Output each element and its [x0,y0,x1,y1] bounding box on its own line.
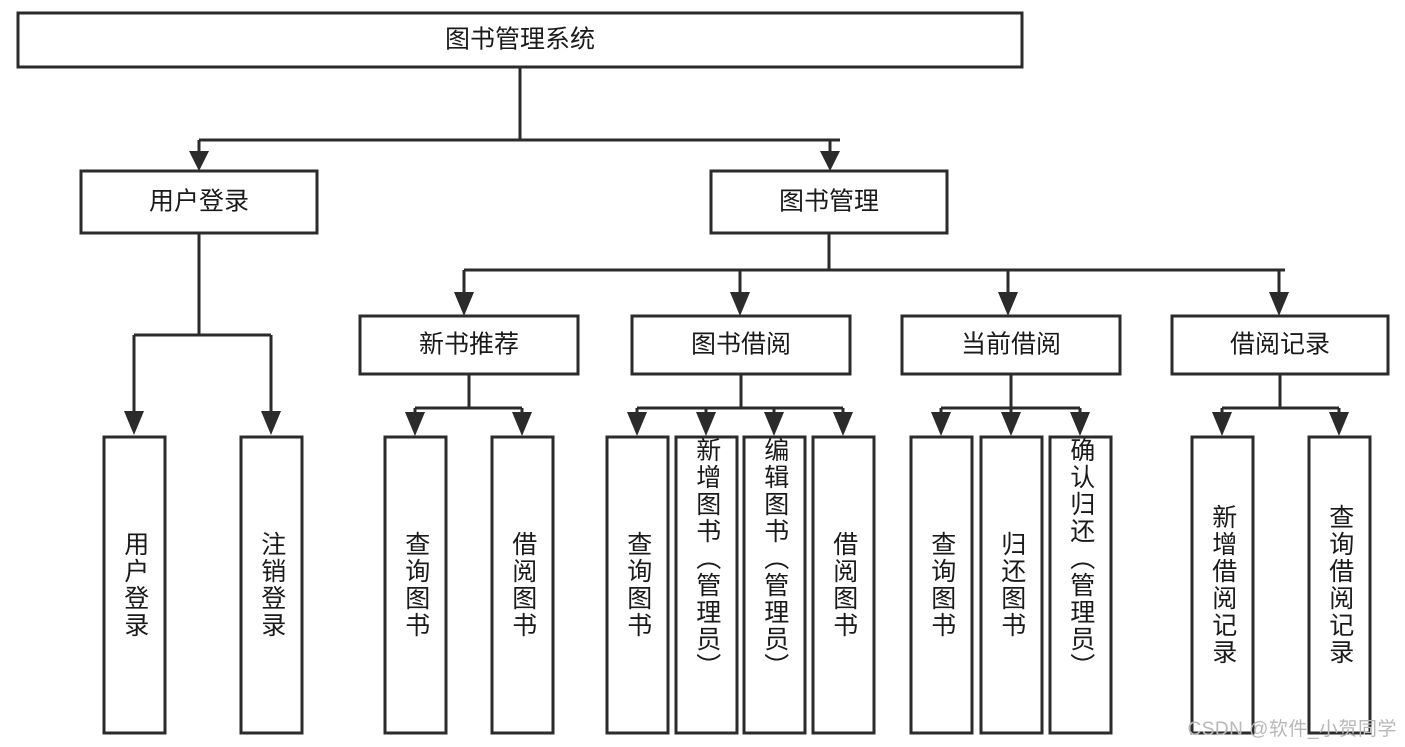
watermark-text: CSDN @软件_小贺同学 [1187,719,1397,740]
leaf-newbook-2-box[interactable] [490,435,555,735]
node-borrow-record-label: 借阅记录 [1230,331,1330,359]
node-book-management[interactable]: 图书管理 [709,169,949,235]
arrow-user-login-l1-icon [124,411,144,435]
arrow-borrowrecord-c2-icon [1329,412,1349,436]
arrow-book-mgmt-c4-icon [1269,292,1289,316]
arrow-book-mgmt-c1-icon [454,292,474,316]
leaf-currentborrow-2-box[interactable] [979,435,1044,735]
leaf-borrowrecord-2-box[interactable] [1307,435,1372,735]
leaf-newbook-1-box[interactable] [383,435,448,735]
leaf-bookborrow-2-box[interactable] [674,435,739,735]
arrow-borrowrecord-c1-icon [1212,412,1232,436]
node-root-label: 图书管理系统 [445,26,595,54]
node-root[interactable]: 图书管理系统 [16,11,1024,69]
node-new-book-recommend-box[interactable] [358,314,580,376]
arrow-book-mgmt-c3-icon [998,292,1018,316]
leaf-user-login-2-box[interactable] [239,435,304,735]
node-user-login-label: 用户登录 [149,188,249,216]
node-new-book-recommend[interactable]: 新书推荐 [358,314,580,376]
arrow-user-login-l2-icon [261,411,281,435]
node-user-login[interactable]: 用户登录 [79,169,319,235]
arrow-currentborrow-c2-icon [1001,412,1021,436]
arrow-newbook-c1-icon [405,412,425,436]
arrow-bookborrow-c4-icon [833,412,853,436]
node-book-borrow-box[interactable] [630,314,852,376]
arrow-bookborrow-c3-icon [764,412,784,436]
leaf-currentborrow-1-box[interactable] [909,435,974,735]
leaf-bookborrow-3-box[interactable] [742,435,807,735]
node-book-borrow[interactable]: 图书借阅 [630,314,852,376]
leaf-borrowrecord-1-box[interactable] [1190,435,1255,735]
node-book-management-box[interactable] [709,169,949,235]
arrow-newbook-c2-icon [512,412,532,436]
node-borrow-record[interactable]: 借阅记录 [1170,314,1390,376]
arrow-bookborrow-c2-icon [696,412,716,436]
leaf-bookborrow-4-box[interactable] [811,435,876,735]
node-current-borrow-box[interactable] [900,314,1122,376]
arrow-book-mgmt-c2-icon [730,292,750,316]
node-new-book-recommend-label: 新书推荐 [419,331,519,359]
leaf-bookborrow-1-box[interactable] [605,435,670,735]
node-borrow-record-box[interactable] [1170,314,1390,376]
arrow-bookborrow-c1-icon [627,412,647,436]
leaf-user-login-1-box[interactable] [102,435,167,735]
node-root-box[interactable] [16,11,1024,69]
node-book-management-label: 图书管理 [779,188,879,216]
arrow-currentborrow-c1-icon [931,412,951,436]
node-current-borrow-label: 当前借阅 [961,331,1061,359]
arrow-root-to-book-mgmt-icon [820,151,840,171]
node-book-borrow-label: 图书借阅 [691,331,791,359]
node-current-borrow[interactable]: 当前借阅 [900,314,1122,376]
arrow-currentborrow-c3-icon [1070,412,1090,436]
arrow-root-to-user-login-icon [189,151,209,171]
leaf-currentborrow-3-box[interactable] [1048,435,1113,735]
